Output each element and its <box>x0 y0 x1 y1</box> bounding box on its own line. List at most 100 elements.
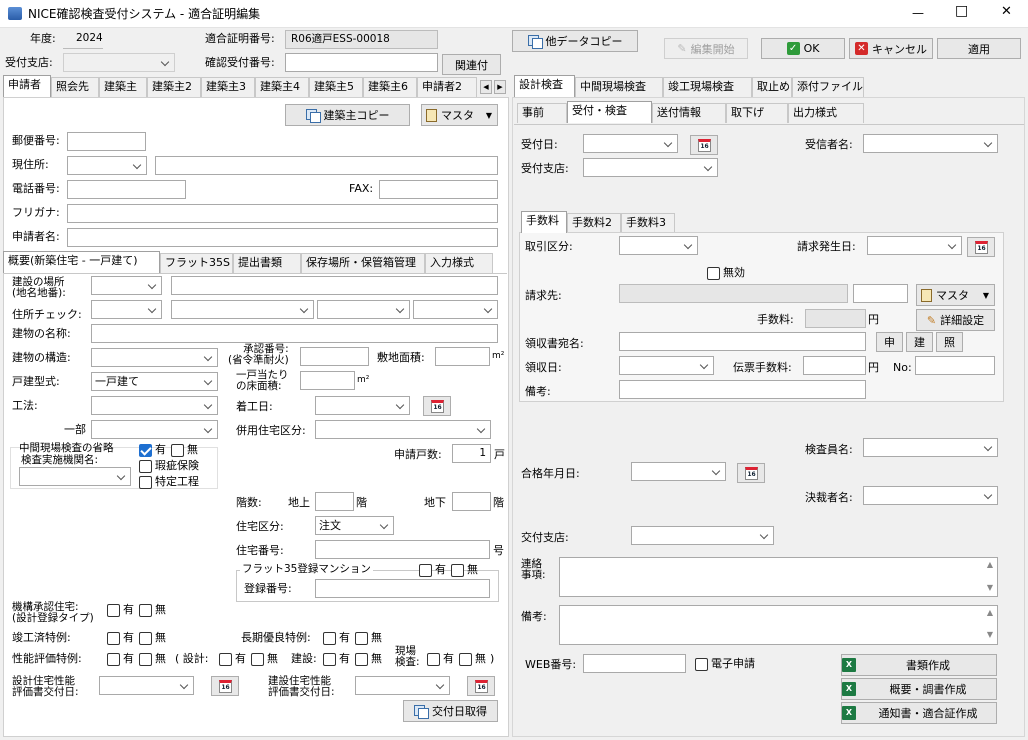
site-area-field[interactable] <box>435 347 490 366</box>
receipt-name-field[interactable] <box>619 332 866 351</box>
approved-no-checkbox[interactable] <box>139 604 152 617</box>
kana-field[interactable] <box>67 204 498 223</box>
note-scroll-up[interactable]: ▲ <box>986 608 994 617</box>
tab-scroll-left[interactable]: ◀ <box>480 80 492 94</box>
location-field[interactable] <box>171 276 498 295</box>
site-inspect-yes-checkbox[interactable] <box>427 653 440 666</box>
tab-right-4[interactable]: 添付ファイル <box>792 77 864 97</box>
tab-right-2[interactable]: 竣工現場検査 <box>663 77 752 97</box>
longterm-no-checkbox[interactable] <box>355 632 368 645</box>
tab-right-sub-4[interactable]: 出力様式 <box>788 103 864 123</box>
slip-fee-field[interactable] <box>803 356 866 375</box>
structure-select[interactable] <box>91 348 218 367</box>
tab-fee-0[interactable]: 手数料 <box>521 211 567 233</box>
fee-master-button[interactable]: マスタ▼ <box>916 284 995 306</box>
flat35-yes-checkbox[interactable] <box>419 564 432 577</box>
bldg-name-field[interactable] <box>91 324 498 343</box>
defect-insurance-checkbox[interactable] <box>139 460 152 473</box>
invalid-checkbox[interactable] <box>707 267 720 280</box>
branch-select[interactable] <box>63 53 175 72</box>
flat35-no-checkbox[interactable] <box>451 564 464 577</box>
floors-above-field[interactable] <box>315 492 354 511</box>
tab-right-0[interactable]: 設計検査 <box>514 75 575 97</box>
receipt-date-picker[interactable] <box>619 356 714 375</box>
deal-type-select[interactable] <box>619 236 698 255</box>
ok-button[interactable]: ✓OK <box>761 38 845 59</box>
completed-no-checkbox[interactable] <box>139 632 152 645</box>
year-field[interactable]: 2024 <box>63 30 103 49</box>
postal-field[interactable] <box>67 132 146 151</box>
tab-overview-3[interactable]: 保存場所・保管箱管理 <box>301 253 425 273</box>
tab-left-5[interactable]: 建築主4 <box>255 77 309 97</box>
related-button[interactable]: 関連付 <box>442 54 501 75</box>
construct-no-checkbox[interactable] <box>355 653 368 666</box>
tab-right-3[interactable]: 取止め <box>752 77 792 97</box>
master-button[interactable]: マスタ▼ <box>421 104 498 126</box>
site-inspect-no-checkbox[interactable] <box>459 653 472 666</box>
housing-no-field[interactable] <box>315 540 490 559</box>
start-date-picker[interactable] <box>315 396 410 415</box>
tab-left-8[interactable]: 申請者2 <box>417 77 477 97</box>
get-issue-date-button[interactable]: 交付日取得 <box>403 700 498 722</box>
tab-fee-1[interactable]: 手数料2 <box>567 213 621 233</box>
cancel-button[interactable]: ✕キャンセル <box>849 38 933 59</box>
tab-left-1[interactable]: 照会先 <box>51 77 99 97</box>
fax-field[interactable] <box>379 180 498 199</box>
receiver-select[interactable] <box>863 134 998 153</box>
tab-left-2[interactable]: 建築主 <box>99 77 147 97</box>
start-date-calendar-button[interactable]: 16 <box>423 396 451 416</box>
pref-select[interactable] <box>67 156 147 175</box>
tab-left-4[interactable]: 建築主3 <box>201 77 255 97</box>
reception-date-picker[interactable] <box>583 134 678 153</box>
approval-field[interactable] <box>300 347 369 366</box>
addr-check-select-4[interactable] <box>413 300 498 319</box>
note-scroll-down[interactable]: ▼ <box>986 630 994 639</box>
combined-select[interactable] <box>315 420 491 439</box>
tab-scroll-right[interactable]: ▶ <box>494 80 506 94</box>
name-field[interactable] <box>67 228 498 247</box>
design-date-picker[interactable] <box>99 676 194 695</box>
floors-below-field[interactable] <box>452 492 491 511</box>
special-process-checkbox[interactable] <box>139 476 152 489</box>
method-select[interactable] <box>91 396 218 415</box>
housing-class-select[interactable]: 注文 <box>315 516 394 535</box>
tab-overview-4[interactable]: 入力様式 <box>425 253 493 273</box>
maximize-button[interactable]: □ <box>955 3 969 19</box>
units-field[interactable]: 1 <box>452 444 491 463</box>
address-field[interactable] <box>155 156 498 175</box>
const-date-calendar-button[interactable]: 16 <box>467 676 495 696</box>
other-data-copy-button[interactable]: 他データコピー <box>512 30 638 52</box>
addr-check-select-1[interactable] <box>91 300 162 319</box>
contact-scroll-up[interactable]: ▲ <box>986 560 994 569</box>
inspection-note-textarea[interactable] <box>559 605 998 645</box>
longterm-yes-checkbox[interactable] <box>323 632 336 645</box>
house-type-select[interactable]: 一戸建て <box>91 372 218 391</box>
reg-no-field[interactable] <box>315 579 490 598</box>
construct-yes-checkbox[interactable] <box>323 653 336 666</box>
reception-branch-select[interactable] <box>583 158 718 177</box>
part-select[interactable] <box>91 420 218 439</box>
detail-settings-button[interactable]: ✎詳細設定 <box>916 309 995 331</box>
mid-omit-yes-checkbox[interactable] <box>139 444 152 457</box>
close-button[interactable]: ✕ <box>1001 4 1012 19</box>
tab-right-sub-3[interactable]: 取下げ <box>726 103 788 123</box>
inspector-select[interactable] <box>863 438 998 457</box>
invoice-date-calendar-button[interactable]: 16 <box>967 237 995 257</box>
perf-no-checkbox[interactable] <box>139 653 152 666</box>
floor-area-field[interactable] <box>300 371 355 390</box>
tab-overview-0[interactable]: 概要(新築住宅 - 一戸建て) <box>3 251 160 273</box>
pass-date-picker[interactable] <box>631 462 726 481</box>
e-apply-checkbox[interactable] <box>695 658 708 671</box>
addr-check-select-2[interactable] <box>171 300 314 319</box>
reception-date-calendar-button[interactable]: 16 <box>690 135 718 155</box>
location-select[interactable] <box>91 276 162 295</box>
invoice-date-picker[interactable] <box>867 236 962 255</box>
bill-to-code-field[interactable] <box>853 284 908 303</box>
tab-left-3[interactable]: 建築主2 <box>147 77 201 97</box>
confirm-no-field[interactable] <box>285 53 438 72</box>
receipt-owner-button[interactable]: 建 <box>906 332 933 352</box>
no-field[interactable] <box>915 356 995 375</box>
